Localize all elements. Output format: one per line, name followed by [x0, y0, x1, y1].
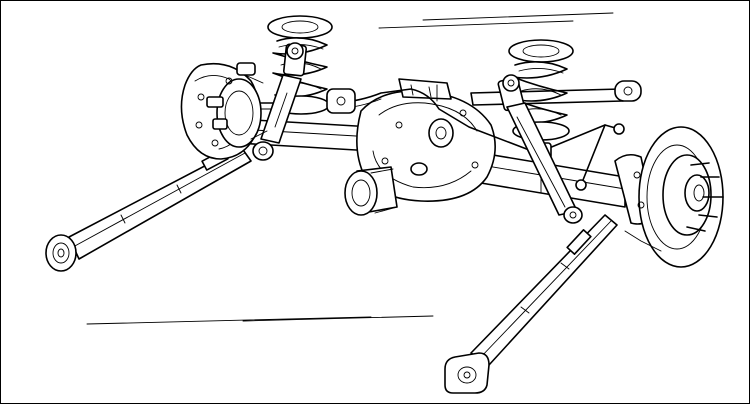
right-trailing-arm [444, 214, 618, 394]
right-hub [614, 126, 724, 268]
right-shock [497, 74, 583, 224]
left-trailing-arm [45, 146, 252, 272]
left-shock [252, 42, 308, 161]
decor-lines [86, 12, 614, 325]
pinion-nose [344, 166, 398, 216]
wheel-studs [686, 162, 724, 232]
left-hub [180, 62, 268, 160]
